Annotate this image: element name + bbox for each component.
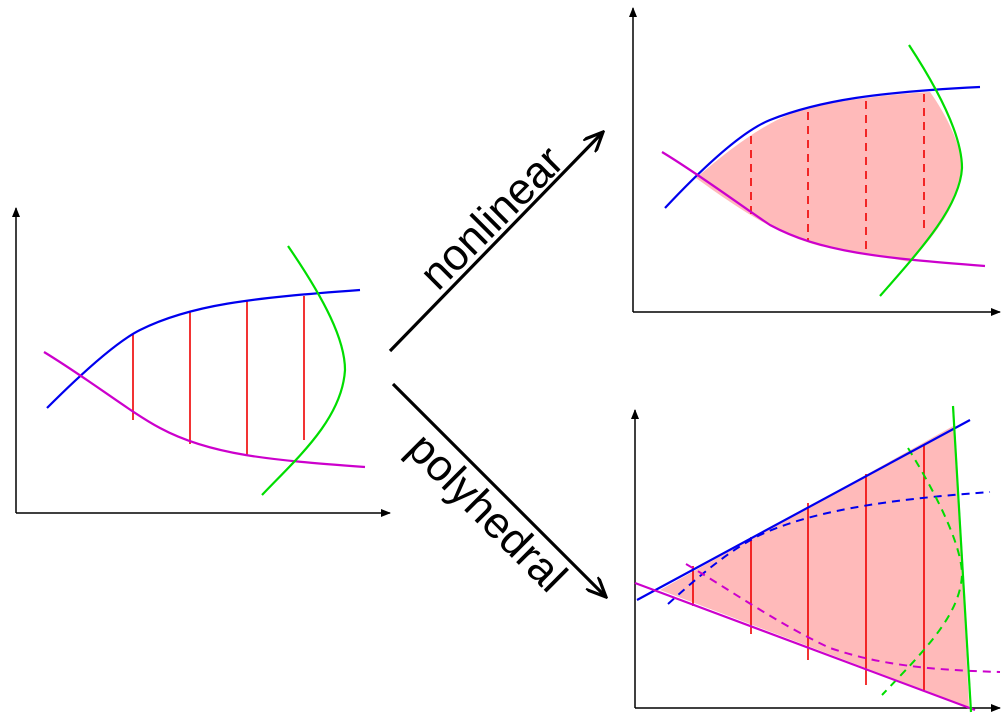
nonlinear-right-curve <box>879 44 964 297</box>
left-upper-curve <box>46 288 361 409</box>
polyhedral-lower-curve-dashed <box>685 563 1001 673</box>
polyhedral-upper-line <box>636 419 971 601</box>
nonlinear-upper-curve <box>664 85 981 209</box>
left-lower-curve <box>43 351 366 469</box>
nonlinear-arrow <box>388 132 603 353</box>
polyhedral-lower-line <box>634 581 976 712</box>
transform-arrows: nonlinear polyhedral <box>388 132 606 602</box>
left-right-curve <box>261 245 347 496</box>
polyhedral-feasible-region <box>660 425 969 707</box>
nonlinear-label: nonlinear <box>410 136 573 299</box>
polyhedral-upper-curve-dashed <box>667 491 991 605</box>
left-plot <box>12 207 391 517</box>
nonlinear-cut-lines <box>750 94 925 254</box>
nonlinear-plot <box>629 7 1001 316</box>
polyhedral-right-line <box>951 405 973 713</box>
polyhedral-label: polyhedral <box>398 423 576 601</box>
nonlinear-lower-curve <box>661 151 986 268</box>
polyhedral-arrow <box>391 382 606 597</box>
polyhedral-plot <box>631 405 1001 713</box>
nonlinear-feasible-region <box>696 92 962 262</box>
polyhedral-cut-lines <box>692 444 925 690</box>
left-cut-lines <box>132 296 305 455</box>
